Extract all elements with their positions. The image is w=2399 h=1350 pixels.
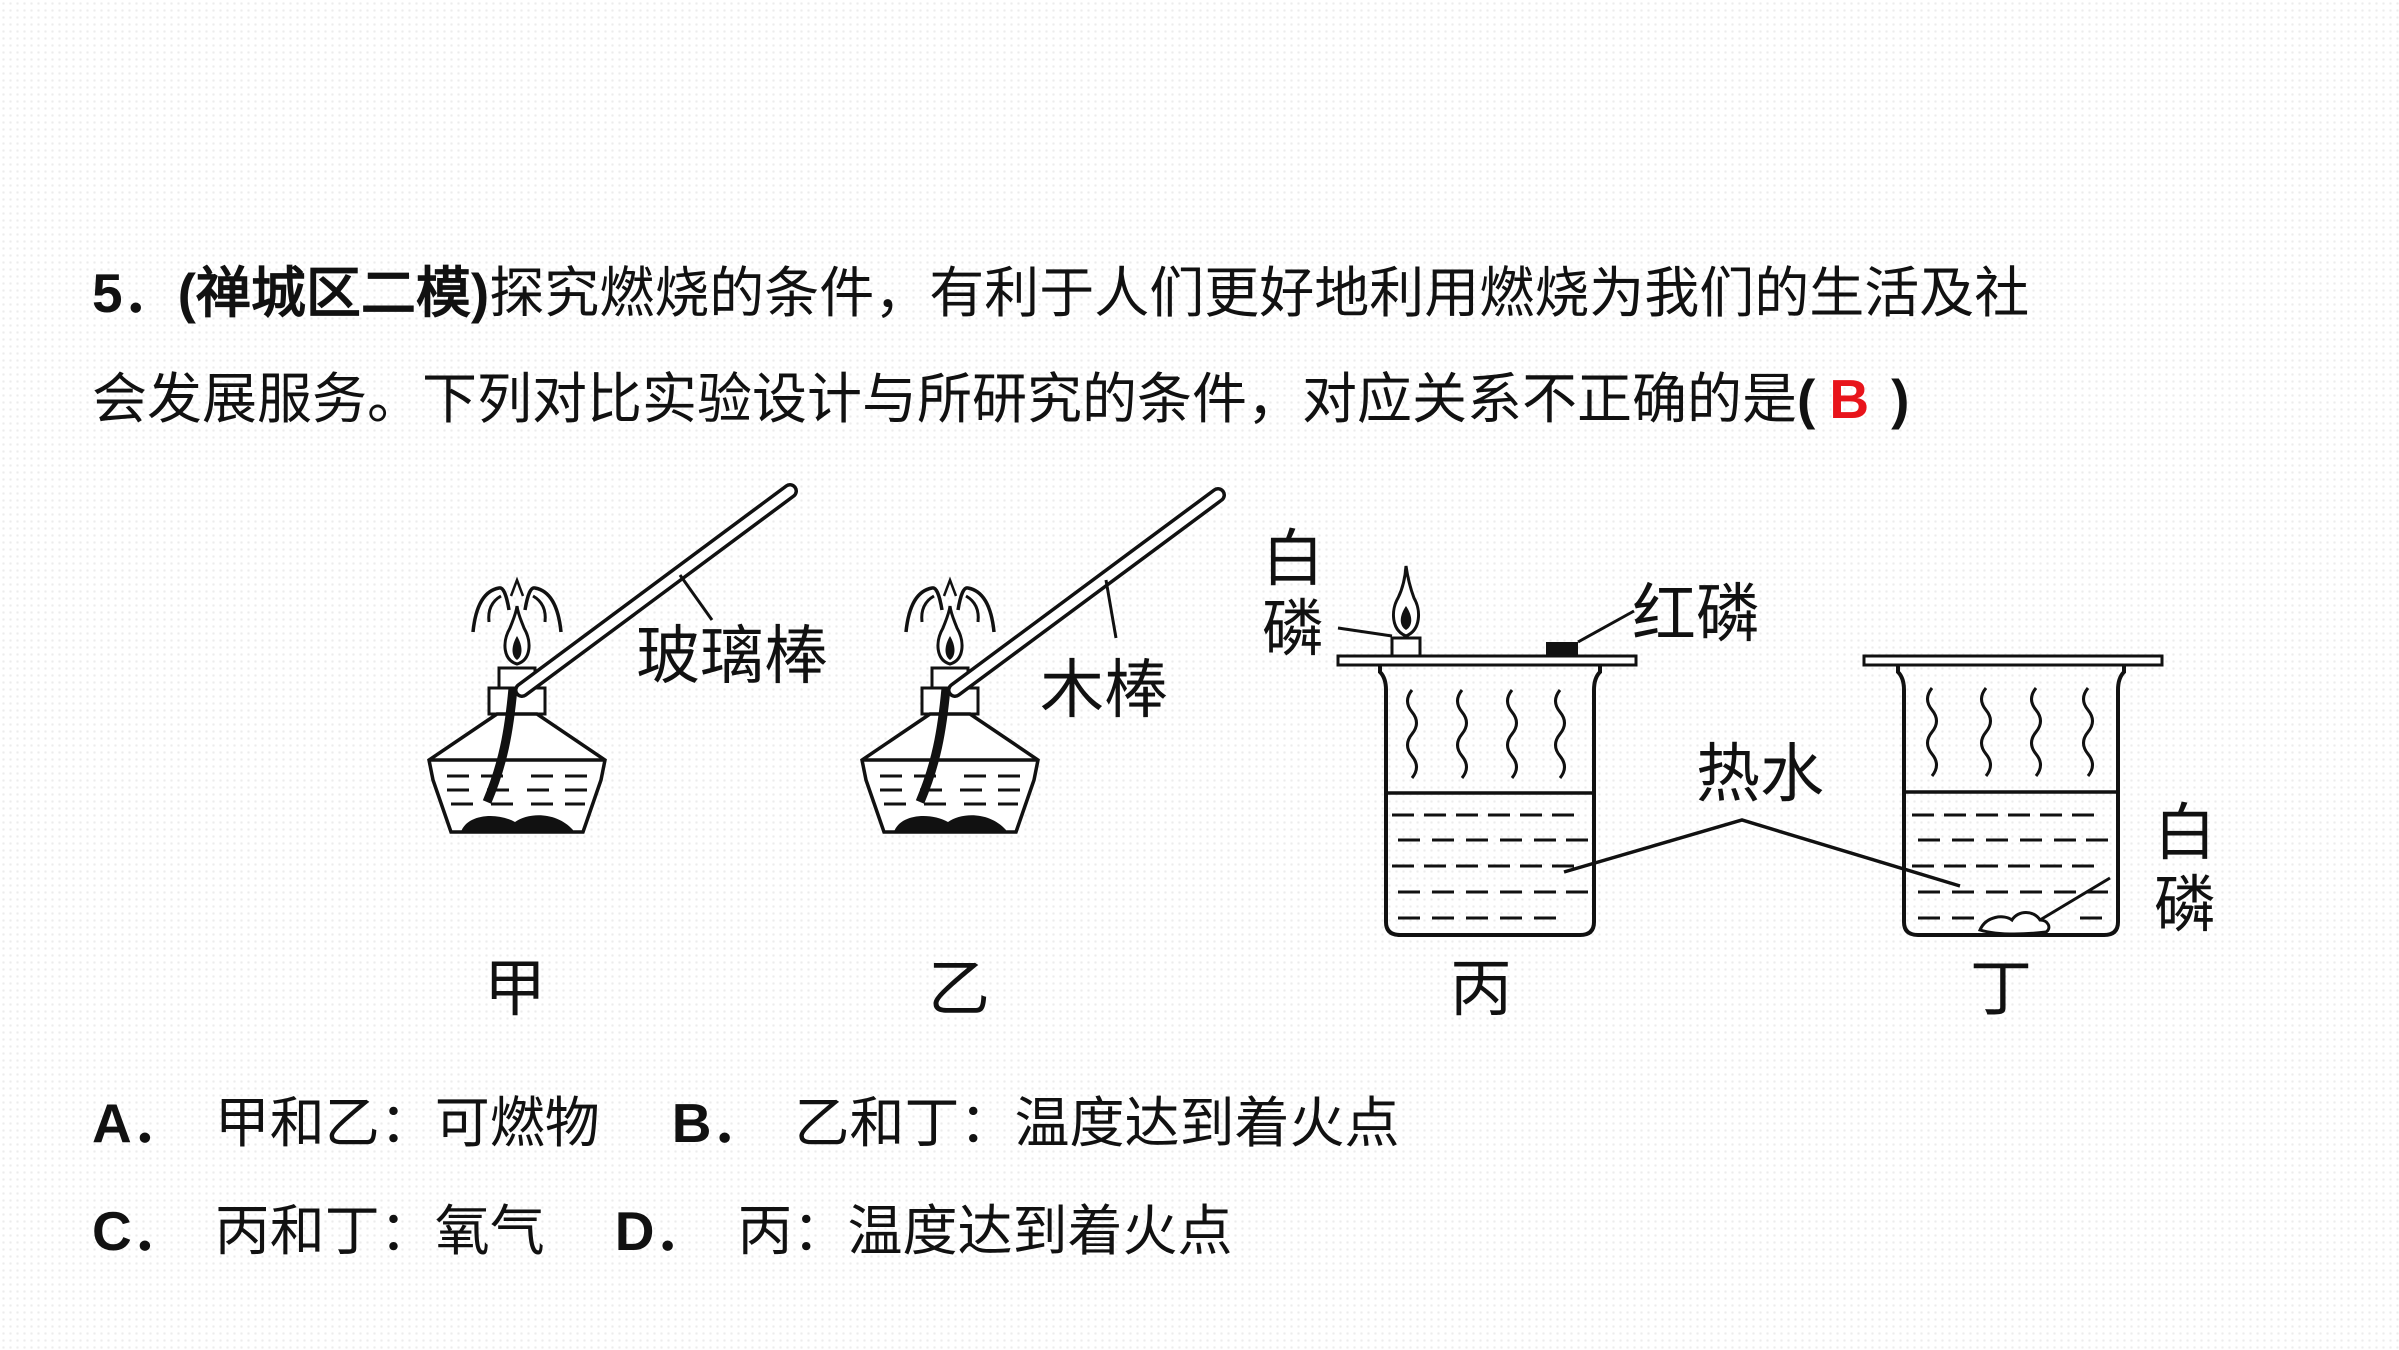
caption-ding: 丁 — [1970, 952, 2032, 1025]
label-glass-rod: 玻璃棒 — [636, 620, 828, 694]
label-white-phosphorus-bottom-1: 白 — [2154, 796, 2216, 869]
question-line-2: 会发展服务。下列对比实验设计与所研究的条件，对应关系不正确的是(B) — [92, 372, 1909, 427]
option-b[interactable]: B．乙和丁：温度达到着火点 — [672, 1096, 1400, 1151]
option-d-letter: D． — [614, 1200, 710, 1262]
question-source: (禅城区二模) — [177, 262, 490, 324]
option-b-text: 乙和丁：温度达到着火点 — [794, 1091, 1400, 1155]
options-row-1: A．甲和乙：可燃物 B．乙和丁：温度达到着火点 — [92, 1096, 1400, 1151]
option-d-text: 丙：温度达到着火点 — [737, 1199, 1233, 1263]
caption-yi: 乙 — [928, 952, 990, 1025]
label-white-phosphorus-top-2: 磷 — [1262, 592, 1324, 665]
option-a-text: 甲和乙：可燃物 — [214, 1091, 600, 1155]
option-d[interactable]: D．丙：温度达到着火点 — [615, 1204, 1233, 1259]
question-stem-line-2: 会发展服务。下列对比实验设计与所研究的条件，对应关系不正确的是 — [92, 367, 1798, 431]
question-stem-line-1: 探究燃烧的条件，有利于人们更好地利用燃烧为我们的生活及社 — [489, 261, 2030, 325]
apparatus-jia: 玻璃棒 甲 — [429, 483, 828, 1025]
label-red-phosphorus: 红磷 — [1632, 578, 1760, 652]
option-c[interactable]: C．丙和丁：氧气 — [92, 1204, 545, 1259]
label-white-phosphorus-bottom-2: 磷 — [2154, 868, 2216, 941]
answer-paren-open: ( — [1797, 368, 1816, 430]
option-a[interactable]: A．甲和乙：可燃物 — [92, 1096, 600, 1151]
caption-jia: 甲 — [484, 952, 546, 1025]
answer-paren-close: ) — [1891, 368, 1910, 430]
option-b-letter: B． — [671, 1092, 767, 1154]
option-c-text: 丙和丁：氧气 — [214, 1199, 545, 1263]
question-line-1: 5．(禅城区二模)探究燃烧的条件，有利于人们更好地利用燃烧为我们的生活及社 — [92, 266, 2029, 321]
question-number: 5． — [92, 262, 178, 324]
options-row-2: C．丙和丁：氧气 D．丙：温度达到着火点 — [92, 1204, 1233, 1259]
apparatus-ding: 白 磷 丁 — [1862, 654, 2216, 1025]
apparatus-bing: 白 磷 红磷 热水 丙 — [1262, 522, 1961, 1025]
label-white-phosphorus-top-1: 白 — [1262, 522, 1324, 595]
answer-mark: B — [1829, 368, 1870, 430]
apparatus-yi: 木棒 乙 — [862, 487, 1226, 1025]
option-c-letter: C． — [92, 1200, 187, 1262]
label-wood-stick: 木棒 — [1040, 654, 1168, 728]
caption-bing: 丙 — [1450, 952, 1512, 1025]
option-a-letter: A． — [92, 1092, 187, 1154]
label-hot-water: 热水 — [1696, 738, 1824, 812]
